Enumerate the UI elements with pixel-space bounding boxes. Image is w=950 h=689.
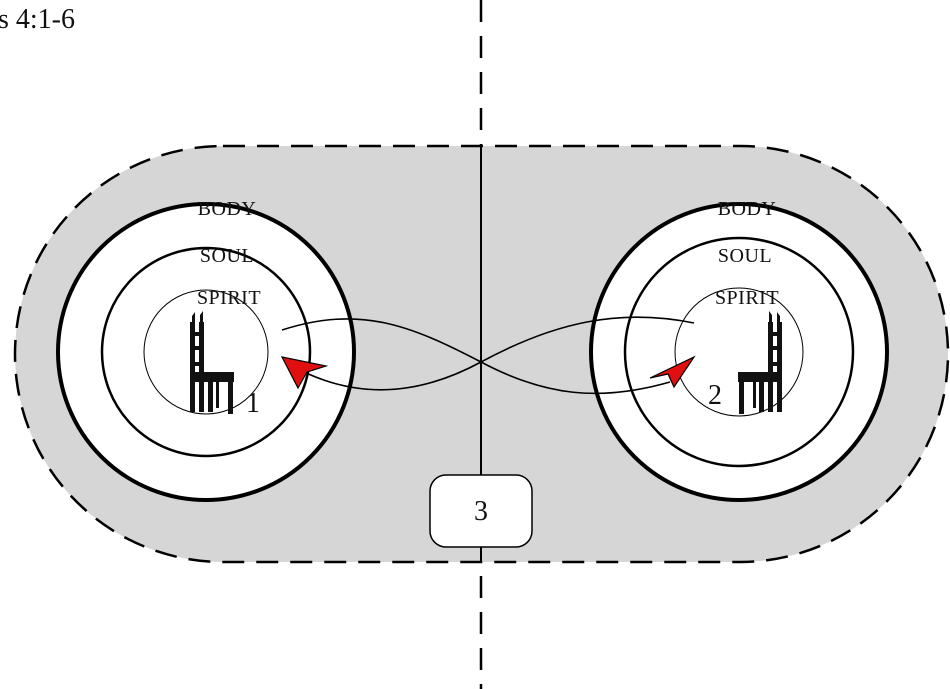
left-soul-label: SOUL bbox=[200, 245, 254, 267]
right-person-number: 2 bbox=[708, 380, 722, 411]
right-body-label: BODY bbox=[718, 198, 777, 220]
connection-curve-upper-left bbox=[281, 318, 482, 363]
left-spirit-ring bbox=[143, 289, 269, 415]
connection-curve-lower-left bbox=[299, 361, 482, 391]
left-arrowhead-icon bbox=[280, 356, 329, 390]
scripture-reference: s 4:1-6 bbox=[0, 4, 75, 35]
right-soul-label: SOUL bbox=[718, 245, 772, 267]
left-body-label: BODY bbox=[198, 198, 257, 220]
connection-curve-upper-right bbox=[480, 316, 695, 363]
right-arrowhead-icon bbox=[649, 355, 696, 389]
center-box bbox=[429, 474, 533, 548]
center-box-label: 3 bbox=[474, 496, 488, 527]
left-person-rings bbox=[56, 202, 356, 502]
left-person-number: 1 bbox=[246, 388, 260, 419]
left-spirit-label: SPIRIT bbox=[197, 287, 261, 309]
right-spirit-label: SPIRIT bbox=[715, 287, 779, 309]
connection-curve-lower-right bbox=[480, 361, 671, 395]
